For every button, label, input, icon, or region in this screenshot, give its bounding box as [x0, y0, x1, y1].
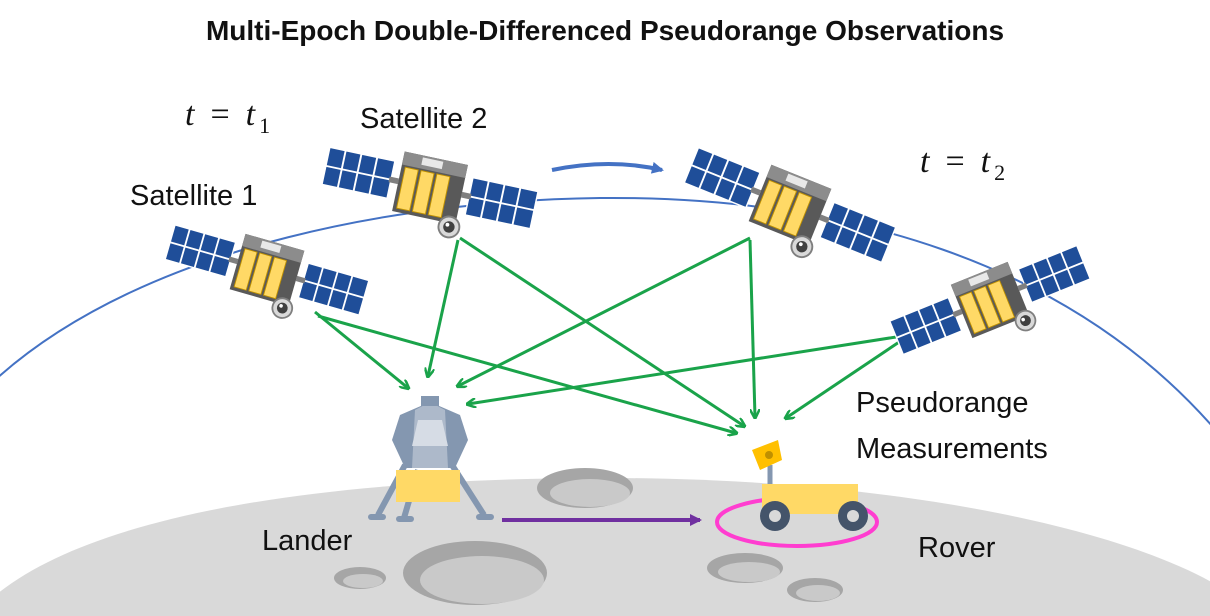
epoch-arrow — [551, 161, 664, 174]
label-rover: Rover — [918, 532, 996, 564]
arrow-sat1-to-lander — [314, 310, 408, 388]
satellite-2-epoch-1 — [315, 135, 542, 255]
label-satellite-1: Satellite 1 — [130, 180, 257, 212]
orbit-arc — [0, 196, 1210, 426]
lander-icon — [368, 396, 494, 522]
epoch-label-t2: t = t 2 — [920, 143, 1005, 185]
satellite-2-epoch-2 — [673, 136, 901, 288]
label-pseudorange-line2: Measurements — [856, 433, 1048, 465]
label-satellite-2: Satellite 2 — [360, 103, 487, 135]
arrow-sat1-to-rover — [317, 314, 736, 433]
moon-surface — [0, 478, 1210, 616]
arrow-sat2-to-rover — [459, 236, 744, 426]
arrow-sat2b-to-rover — [748, 239, 755, 417]
label-pseudorange-line1: Pseudorange — [856, 387, 1029, 419]
diagram-title: Multi-Epoch Double-Differenced Pseudoran… — [206, 15, 1004, 46]
rover-icon — [752, 440, 868, 531]
epoch-label-t1: t = t 1 — [185, 96, 270, 138]
arrow-sat2-to-lander — [428, 239, 460, 376]
arrow-sat2b-to-lander — [458, 236, 751, 386]
label-lander: Lander — [262, 525, 353, 557]
arrow-sat1b-to-lander — [468, 330, 929, 404]
measurement-arrows — [314, 236, 929, 433]
satellite-1-epoch-1 — [157, 213, 373, 340]
arrow-sat1b-to-rover — [786, 326, 921, 418]
crater-group — [334, 468, 843, 605]
